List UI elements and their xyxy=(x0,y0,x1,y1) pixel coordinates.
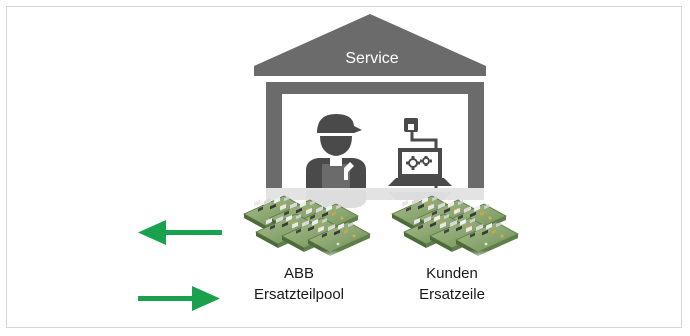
arrow-right-icon xyxy=(138,286,220,311)
arrow-left-icon xyxy=(138,220,222,245)
technician-icon xyxy=(306,114,366,188)
abb-pool-caption: ABB Ersatzteilpool xyxy=(224,263,374,305)
roof-shape xyxy=(254,14,486,76)
kunden-caption-line2: Ersatzeile xyxy=(419,286,485,303)
abb-caption-line1: ABB xyxy=(283,265,314,282)
service-roof: Service xyxy=(254,14,486,76)
abb-caption-line2: Ersatzteilpool xyxy=(253,286,345,303)
board-fade xyxy=(240,250,530,260)
customer-parts-caption: Kunden Ersatzeile xyxy=(392,263,512,305)
kunden-caption-line1: Kunden xyxy=(426,265,478,282)
diagram-frame xyxy=(6,6,682,328)
service-building xyxy=(266,82,484,188)
roof-label: Service xyxy=(345,50,398,67)
circuit-board-icon-customer xyxy=(391,195,519,257)
laptop-gears-icon xyxy=(388,118,452,188)
